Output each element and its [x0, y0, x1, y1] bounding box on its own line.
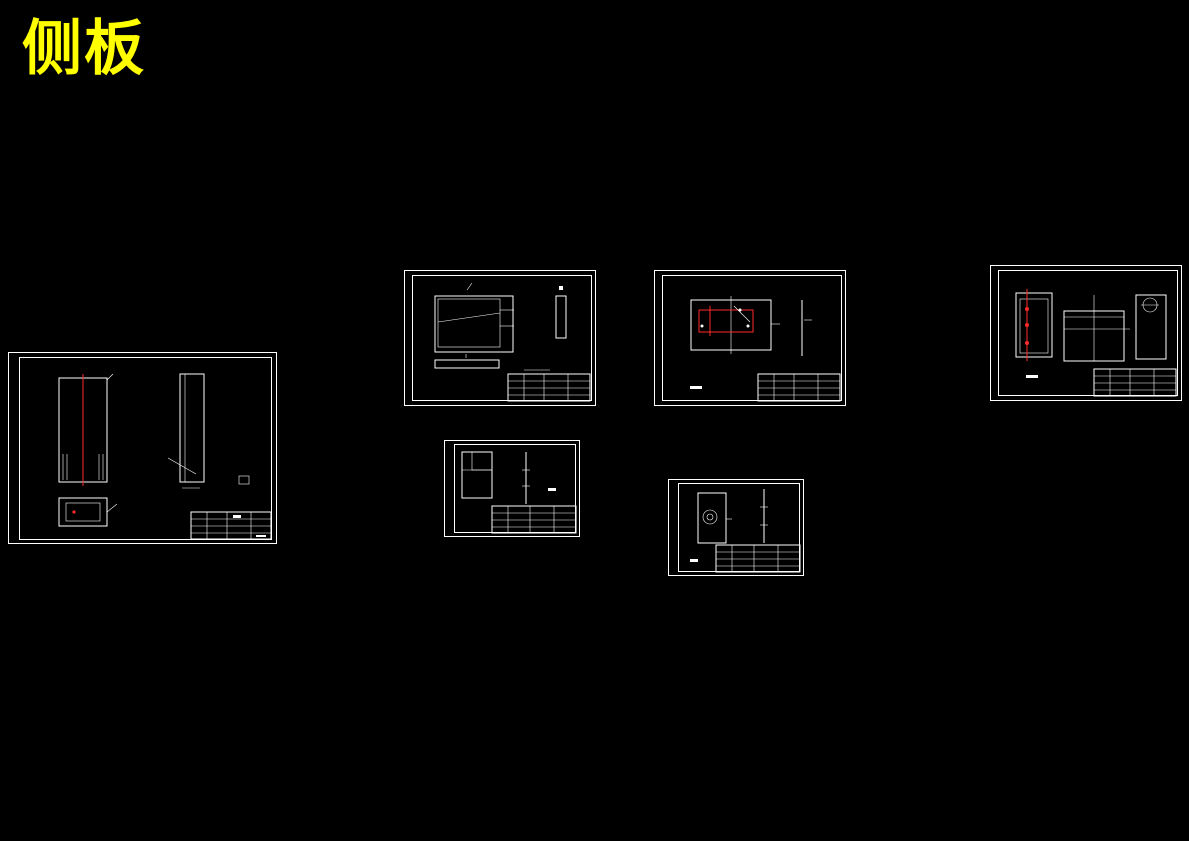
drawing-sheet-5[interactable]: [444, 440, 581, 538]
drawing-sheet-2[interactable]: [404, 270, 597, 407]
drawing-sheet-6[interactable]: [668, 479, 805, 577]
drawing-sheet-4[interactable]: [990, 265, 1183, 402]
drawing-sheet-3[interactable]: [654, 270, 847, 407]
drawing-title: 侧板: [22, 14, 146, 84]
drawing-sheet-1[interactable]: [8, 352, 278, 545]
